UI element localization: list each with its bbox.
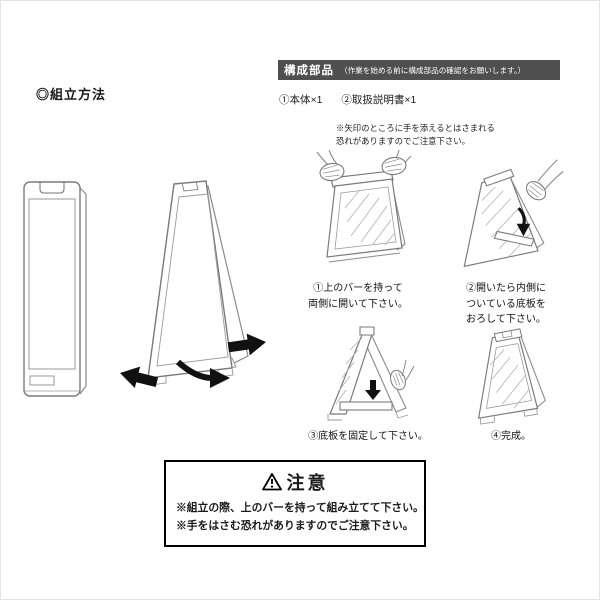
- assembly-step-3: ③底板を固定して下さい。: [308, 322, 428, 445]
- assembly-method-title: ◎組立方法: [36, 87, 107, 102]
- folded-sign-drawing: [23, 181, 87, 397]
- assembly-step-4: ④完成。: [456, 322, 566, 445]
- component-item-body: ①本体×1: [279, 94, 323, 106]
- components-header-title: 構成部品: [284, 65, 334, 77]
- step3-caption: ③底板を固定して下さい。: [308, 431, 428, 442]
- caution-line-1: ※組立の際、上のバーを持って組み立てて下さい。: [176, 502, 424, 514]
- fix-plate-arrow-icon: [365, 380, 381, 400]
- components-header-note: （作業を始める前に構成部品の確認をお願いします。）: [340, 65, 526, 75]
- component-item-manual: ②取扱説明書×1: [341, 94, 417, 106]
- lower-plate-arrow-icon: [516, 207, 531, 237]
- step1-caption: ①上のバーを持って 両側に開いて下さい。: [308, 283, 408, 310]
- pinch-warning-note: ※矢印のところに手を添えるとはさまれる 恐れがありますのでご注意下さい。: [336, 123, 495, 146]
- assembly-step-2: ②開いたら内側に ついている底板を おろして下さい。: [444, 150, 568, 328]
- step4-caption: ④完成。: [491, 431, 531, 442]
- right-hand-icon: [381, 156, 407, 176]
- open-right-curved-arrow-icon: [176, 359, 230, 388]
- reaching-hand-icon: [525, 181, 547, 201]
- step3-illustration: [327, 326, 415, 421]
- open-right-arrow-icon: [227, 333, 266, 356]
- components-header: 構成部品 （作業を始める前に構成部品の確認をお願いします。）: [278, 60, 560, 80]
- step2-illustration: [463, 159, 564, 268]
- caution-box: 注意 ※組立の際、上のバーを持って組み立てて下さい。 ※手をはさむ恐れがあります…: [164, 460, 426, 547]
- step4-illustration: [477, 328, 546, 425]
- caution-line-2: ※手をはさむ恐れがありますのでご注意下さい。: [176, 519, 414, 532]
- opening-aframe-illustration: [118, 170, 268, 408]
- left-hand-icon: [319, 162, 345, 182]
- caution-title-text: 注意: [286, 473, 329, 493]
- open-left-arrow-icon: [120, 366, 159, 389]
- step1-illustration: [316, 150, 412, 263]
- folded-sign-illustration: [20, 170, 90, 407]
- opening-aframe-drawing: [120, 180, 266, 389]
- caution-lines: ※組立の際、上のバーを持って組み立てて下さい。 ※手をはさむ恐れがありますのでご…: [176, 500, 424, 536]
- step2-caption: ②開いたら内側に ついている底板を おろして下さい。: [466, 283, 546, 325]
- pressing-hand-icon: [390, 369, 406, 391]
- components-list: ①本体×1 ②取扱説明書×1: [279, 92, 432, 107]
- caution-title: 注意: [176, 469, 414, 495]
- warning-triangle-icon: [261, 473, 282, 491]
- assembly-step-1: ①上のバーを持って 両側に開いて下さい。: [296, 150, 420, 312]
